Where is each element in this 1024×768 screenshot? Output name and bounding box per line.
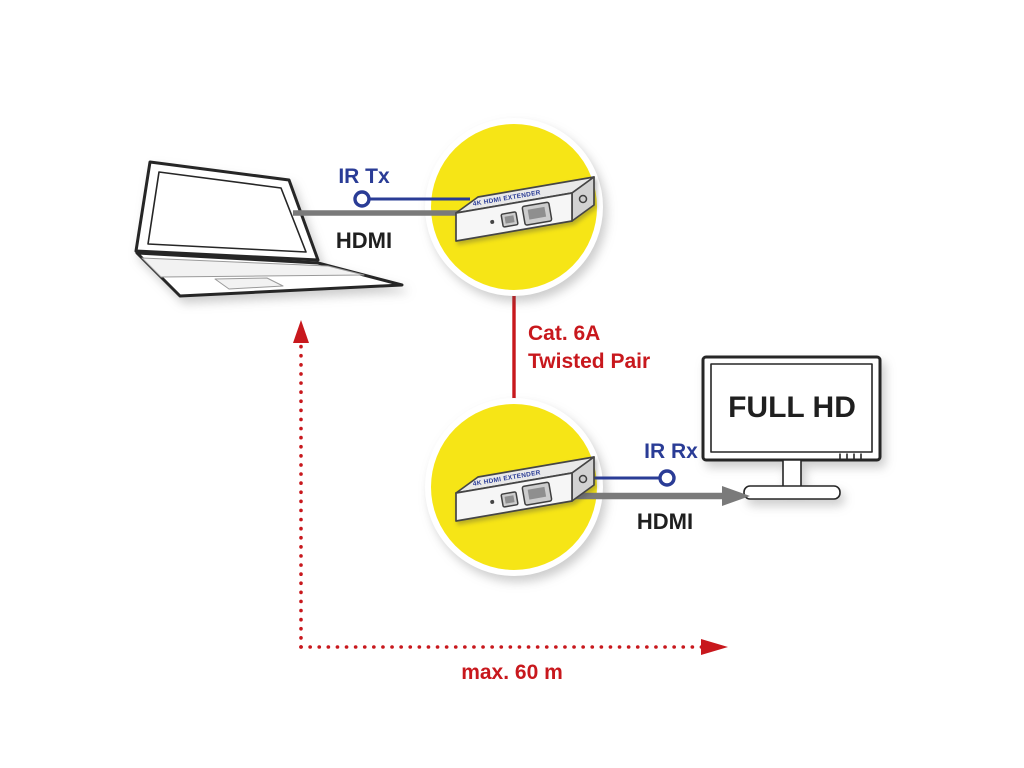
cable-type-label-line2: Twisted Pair [528, 350, 650, 373]
monitor-stand-neck [782, 459, 802, 489]
tx-power-jack-icon [578, 194, 588, 204]
monitor-stand-base [743, 485, 841, 500]
ir-tx-connector-icon [353, 190, 371, 208]
distance-up-arrowhead-icon [293, 320, 309, 343]
monitor-label: FULL HD [728, 391, 856, 424]
distance-label: max. 60 m [461, 661, 563, 684]
tx-led-icon [490, 219, 495, 224]
hdmi-extender-tx-icon: 4K HDMI EXTENDER [455, 176, 595, 242]
rx-power-jack-icon [578, 474, 588, 484]
laptop-trackpad [214, 277, 284, 290]
laptop-icon [134, 160, 404, 298]
cable-type-label-line1: Cat. 6A [528, 322, 600, 345]
distance-right-arrowhead-icon [701, 639, 728, 655]
hdmi-display-label: HDMI [637, 509, 693, 534]
ir-rx-connector-icon [658, 469, 676, 487]
monitor-icon: FULL HD [701, 355, 882, 500]
monitor-buttons [839, 453, 862, 459]
ir-tx-label: IR Tx [338, 165, 390, 188]
laptop-screen-display [147, 171, 307, 253]
rx-led-icon [490, 499, 495, 504]
ir-rx-label: IR Rx [644, 440, 698, 463]
distance-arrows [293, 320, 728, 655]
hdmi-display-arrowhead-icon [722, 486, 750, 506]
laptop-keyboard [141, 257, 365, 278]
hdmi-extender-rx-icon: 4K HDMI EXTENDER [455, 456, 595, 522]
hdmi-display-arrow [575, 486, 750, 506]
hdmi-source-label: HDMI [336, 228, 392, 253]
monitor-screen [710, 363, 873, 453]
